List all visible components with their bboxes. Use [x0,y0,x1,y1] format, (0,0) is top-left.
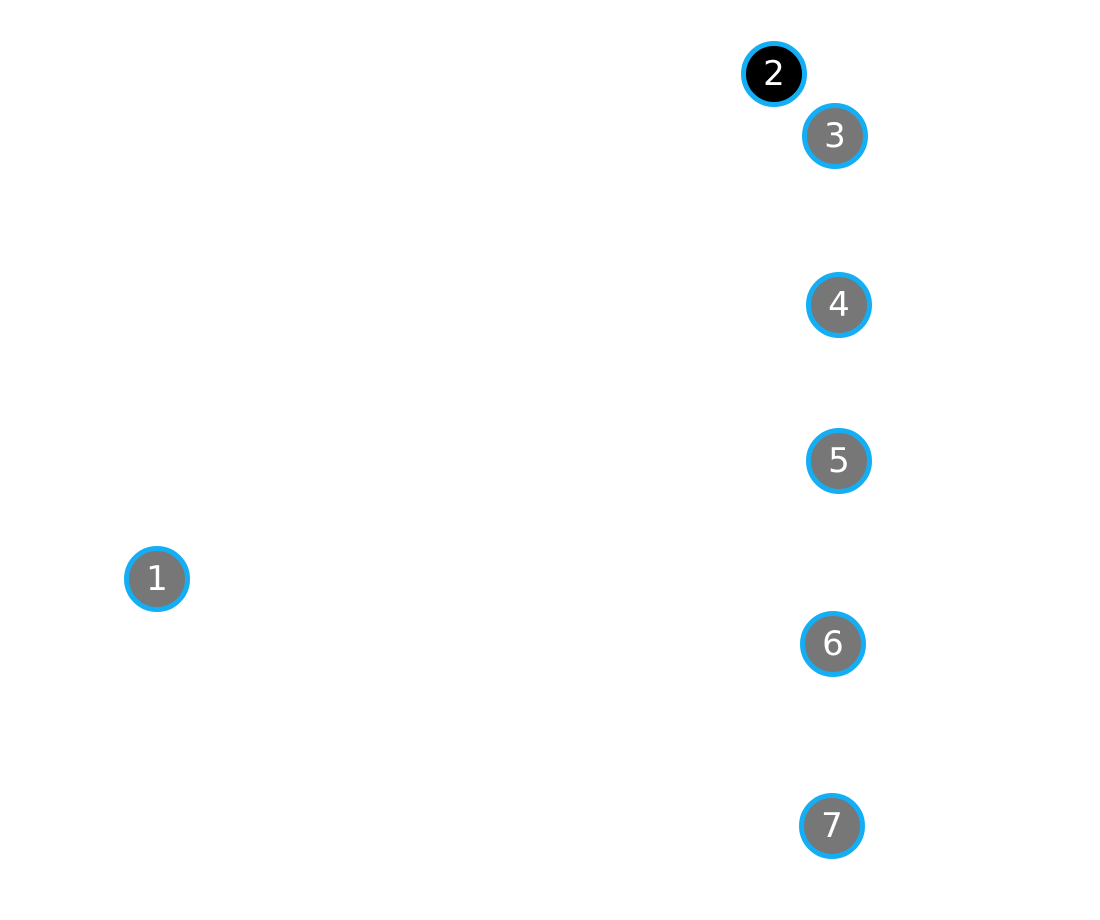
marker-2[interactable]: 2 [741,41,807,107]
marker-5[interactable]: 5 [806,428,872,494]
marker-1[interactable]: 1 [124,546,190,612]
marker-3[interactable]: 3 [802,103,868,169]
marker-4[interactable]: 4 [806,272,872,338]
marker-6[interactable]: 6 [800,611,866,677]
marker-7[interactable]: 7 [799,793,865,859]
